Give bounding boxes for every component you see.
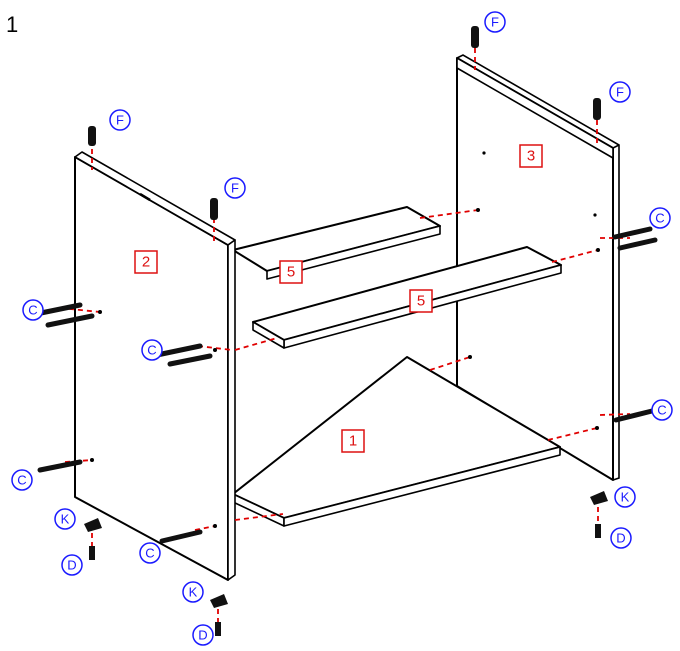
svg-text:C: C — [28, 303, 37, 318]
dowels-f — [88, 26, 601, 220]
svg-text:5: 5 — [287, 264, 295, 281]
panel-2 — [74, 151, 236, 581]
hardware-label-f-4: F — [609, 81, 631, 103]
hardware-label-k-3: K — [614, 486, 636, 508]
shelf-upper — [232, 206, 441, 280]
svg-text:C: C — [17, 473, 26, 488]
part-label-2: 2 — [134, 250, 158, 274]
svg-text:2: 2 — [142, 254, 150, 271]
svg-text:D: D — [198, 628, 207, 643]
svg-text:D: D — [616, 531, 625, 546]
hardware-label-f-1: F — [109, 109, 131, 131]
hardware-label-d-3: D — [610, 527, 632, 549]
svg-text:C: C — [145, 546, 154, 561]
svg-text:F: F — [116, 113, 124, 128]
hardware-label-f-2: F — [224, 177, 246, 199]
part-label-5-lower: 5 — [409, 289, 433, 313]
panel-3-holes — [482, 151, 597, 217]
svg-text:3: 3 — [527, 148, 535, 165]
svg-text:F: F — [231, 181, 239, 196]
svg-text:K: K — [61, 512, 70, 527]
part-label-3: 3 — [519, 144, 543, 168]
hardware-label-c-3: C — [649, 207, 671, 229]
hardware-label-k-1: K — [54, 508, 76, 530]
svg-text:C: C — [655, 211, 664, 226]
hardware-label-c-4: C — [11, 469, 33, 491]
part-label-1: 1 — [341, 429, 365, 453]
cams-and-pins — [84, 491, 608, 636]
hardware-label-d-2: D — [192, 624, 214, 646]
part-label-5-upper: 5 — [279, 260, 303, 284]
svg-text:C: C — [147, 343, 156, 358]
hardware-label-c-6: C — [651, 399, 673, 421]
hardware-label-c-1: C — [22, 299, 44, 321]
hardware-label-k-2: K — [182, 581, 204, 603]
svg-text:F: F — [616, 85, 624, 100]
hardware-label-f-3: F — [484, 11, 506, 33]
hardware-label-c-2: C — [141, 339, 163, 361]
svg-text:C: C — [657, 403, 666, 418]
hardware-label-c-5: C — [139, 542, 161, 564]
svg-text:5: 5 — [417, 293, 425, 310]
step-number: 1 — [6, 12, 18, 37]
svg-text:D: D — [67, 558, 76, 573]
svg-text:F: F — [491, 15, 499, 30]
svg-text:K: K — [621, 490, 630, 505]
svg-text:K: K — [189, 585, 198, 600]
svg-text:1: 1 — [349, 433, 357, 450]
hardware-label-d-1: D — [61, 554, 83, 576]
